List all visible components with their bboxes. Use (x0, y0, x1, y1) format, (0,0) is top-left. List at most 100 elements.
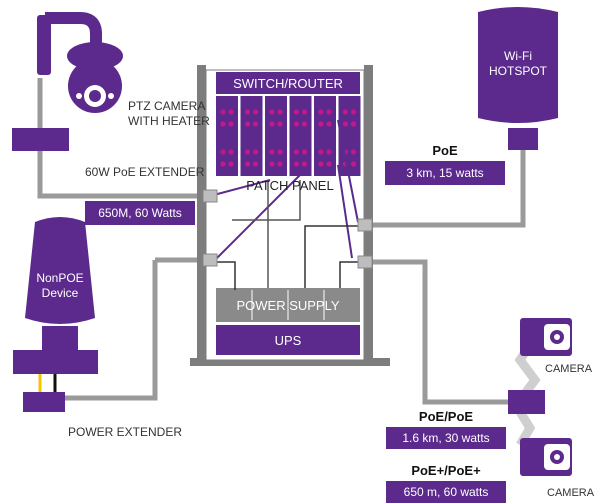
patch-port (318, 161, 324, 167)
patch-port (293, 121, 300, 127)
power-extender-box (23, 392, 65, 412)
patch-port (252, 149, 259, 155)
camera-bottom-icon (520, 438, 572, 476)
switch-router-label: SWITCH/ROUTER (233, 76, 343, 91)
patch-port (301, 161, 308, 167)
camera-junction-box (508, 390, 545, 414)
patch-port (350, 161, 357, 167)
switch-router-bar (216, 72, 360, 94)
ups-label: UPS (275, 333, 302, 348)
patch-port (277, 149, 283, 155)
patch-module (240, 96, 263, 176)
power-extender-label: POWER EXTENDER (68, 425, 182, 439)
patch-module (265, 96, 287, 176)
poe-title: PoE (432, 143, 458, 158)
rack-internal-wires (209, 119, 365, 290)
rack-left-rail (197, 65, 206, 365)
patch-port (318, 149, 324, 155)
poe-spec-text: 3 km, 15 watts (406, 166, 483, 180)
poe2-spec-text: 1.6 km, 30 watts (402, 431, 489, 445)
patch-port (301, 109, 308, 115)
patch-port (228, 149, 234, 155)
patch-panel-label: PATCH PANEL (246, 178, 333, 193)
poe-spec-badge (385, 161, 505, 185)
patch-port (277, 161, 283, 167)
patch-port (269, 109, 275, 115)
patch-port (326, 109, 332, 115)
patch-port (293, 109, 300, 115)
ptz-camera-label-1: PTZ CAMERA (128, 99, 205, 113)
wifi-cable (365, 150, 526, 228)
patch-port (220, 161, 226, 167)
patch-port (228, 121, 234, 127)
patch-port (342, 109, 349, 115)
patch-port (252, 121, 259, 127)
patch-port (326, 161, 332, 167)
cables (37, 78, 526, 405)
patch-port (342, 121, 349, 127)
patch-port (269, 149, 275, 155)
poe3-spec-text: 650 m, 60 watts (404, 485, 489, 499)
extender-60w-label: 60W PoE EXTENDER (85, 165, 205, 179)
ups-block (216, 325, 360, 355)
rack-base (190, 358, 390, 366)
port-right-top (357, 218, 373, 232)
port-right-bottom (357, 255, 373, 269)
nonpoe-device-icon (13, 217, 98, 412)
patch-port (244, 121, 251, 127)
patch-port (350, 121, 357, 127)
rack (190, 65, 390, 366)
patch-module (289, 96, 312, 176)
nonpoe-extender-cable (60, 260, 158, 401)
patch-port (293, 161, 300, 167)
patch-port (228, 161, 234, 167)
patch-module (314, 96, 336, 176)
patch-modules (216, 96, 361, 176)
patch-port (318, 109, 324, 115)
patch-module (338, 96, 361, 176)
wifi-label-2: HOTSPOT (489, 64, 548, 78)
patch-port (318, 121, 324, 127)
port-left-bottom (202, 253, 218, 267)
patch-module (216, 96, 238, 176)
poe2-title: PoE/PoE (419, 409, 474, 424)
patch-port (269, 161, 275, 167)
nonpoe-label-1: NonPOE (36, 271, 83, 285)
left-spec-badge (85, 201, 195, 225)
port-left-top (202, 189, 218, 203)
left-spec-text: 650M, 60 Watts (98, 206, 182, 220)
patch-port (350, 109, 357, 115)
wifi-label-1: Wi-Fi (504, 49, 532, 63)
patch-port (350, 149, 357, 155)
patch-port (269, 121, 275, 127)
patch-port (244, 149, 251, 155)
ptz-extender-box (12, 128, 69, 151)
patch-port (326, 121, 332, 127)
ptz-extender-cable (37, 142, 210, 199)
camera-bottom-label: CAMERA (547, 487, 595, 499)
rack-right-rail (364, 65, 373, 365)
patch-port (220, 149, 226, 155)
wifi-hotspot-icon (478, 7, 558, 150)
camera-top-label: CAMERA (545, 363, 593, 375)
patch-port (228, 109, 234, 115)
nonpoe-base-box (13, 350, 98, 374)
patch-port (277, 109, 283, 115)
ptz-camera-icon (37, 12, 123, 113)
poe2-spec-badge (386, 427, 506, 449)
ptz-camera-label-2: WITH HEATER (128, 114, 210, 128)
power-supply-label: POWER SUPPLY (236, 298, 339, 313)
camera-cable (365, 259, 510, 405)
patch-port (326, 149, 332, 155)
nonpoe-label-2: Device (42, 286, 79, 300)
patch-port (220, 109, 226, 115)
patch-port (252, 161, 259, 167)
patch-port (301, 121, 308, 127)
patch-port (252, 109, 259, 115)
patch-port (293, 149, 300, 155)
patch-port (277, 121, 283, 127)
patch-port (220, 121, 226, 127)
poe3-spec-badge (386, 481, 506, 503)
camera-top-icon (520, 318, 572, 356)
